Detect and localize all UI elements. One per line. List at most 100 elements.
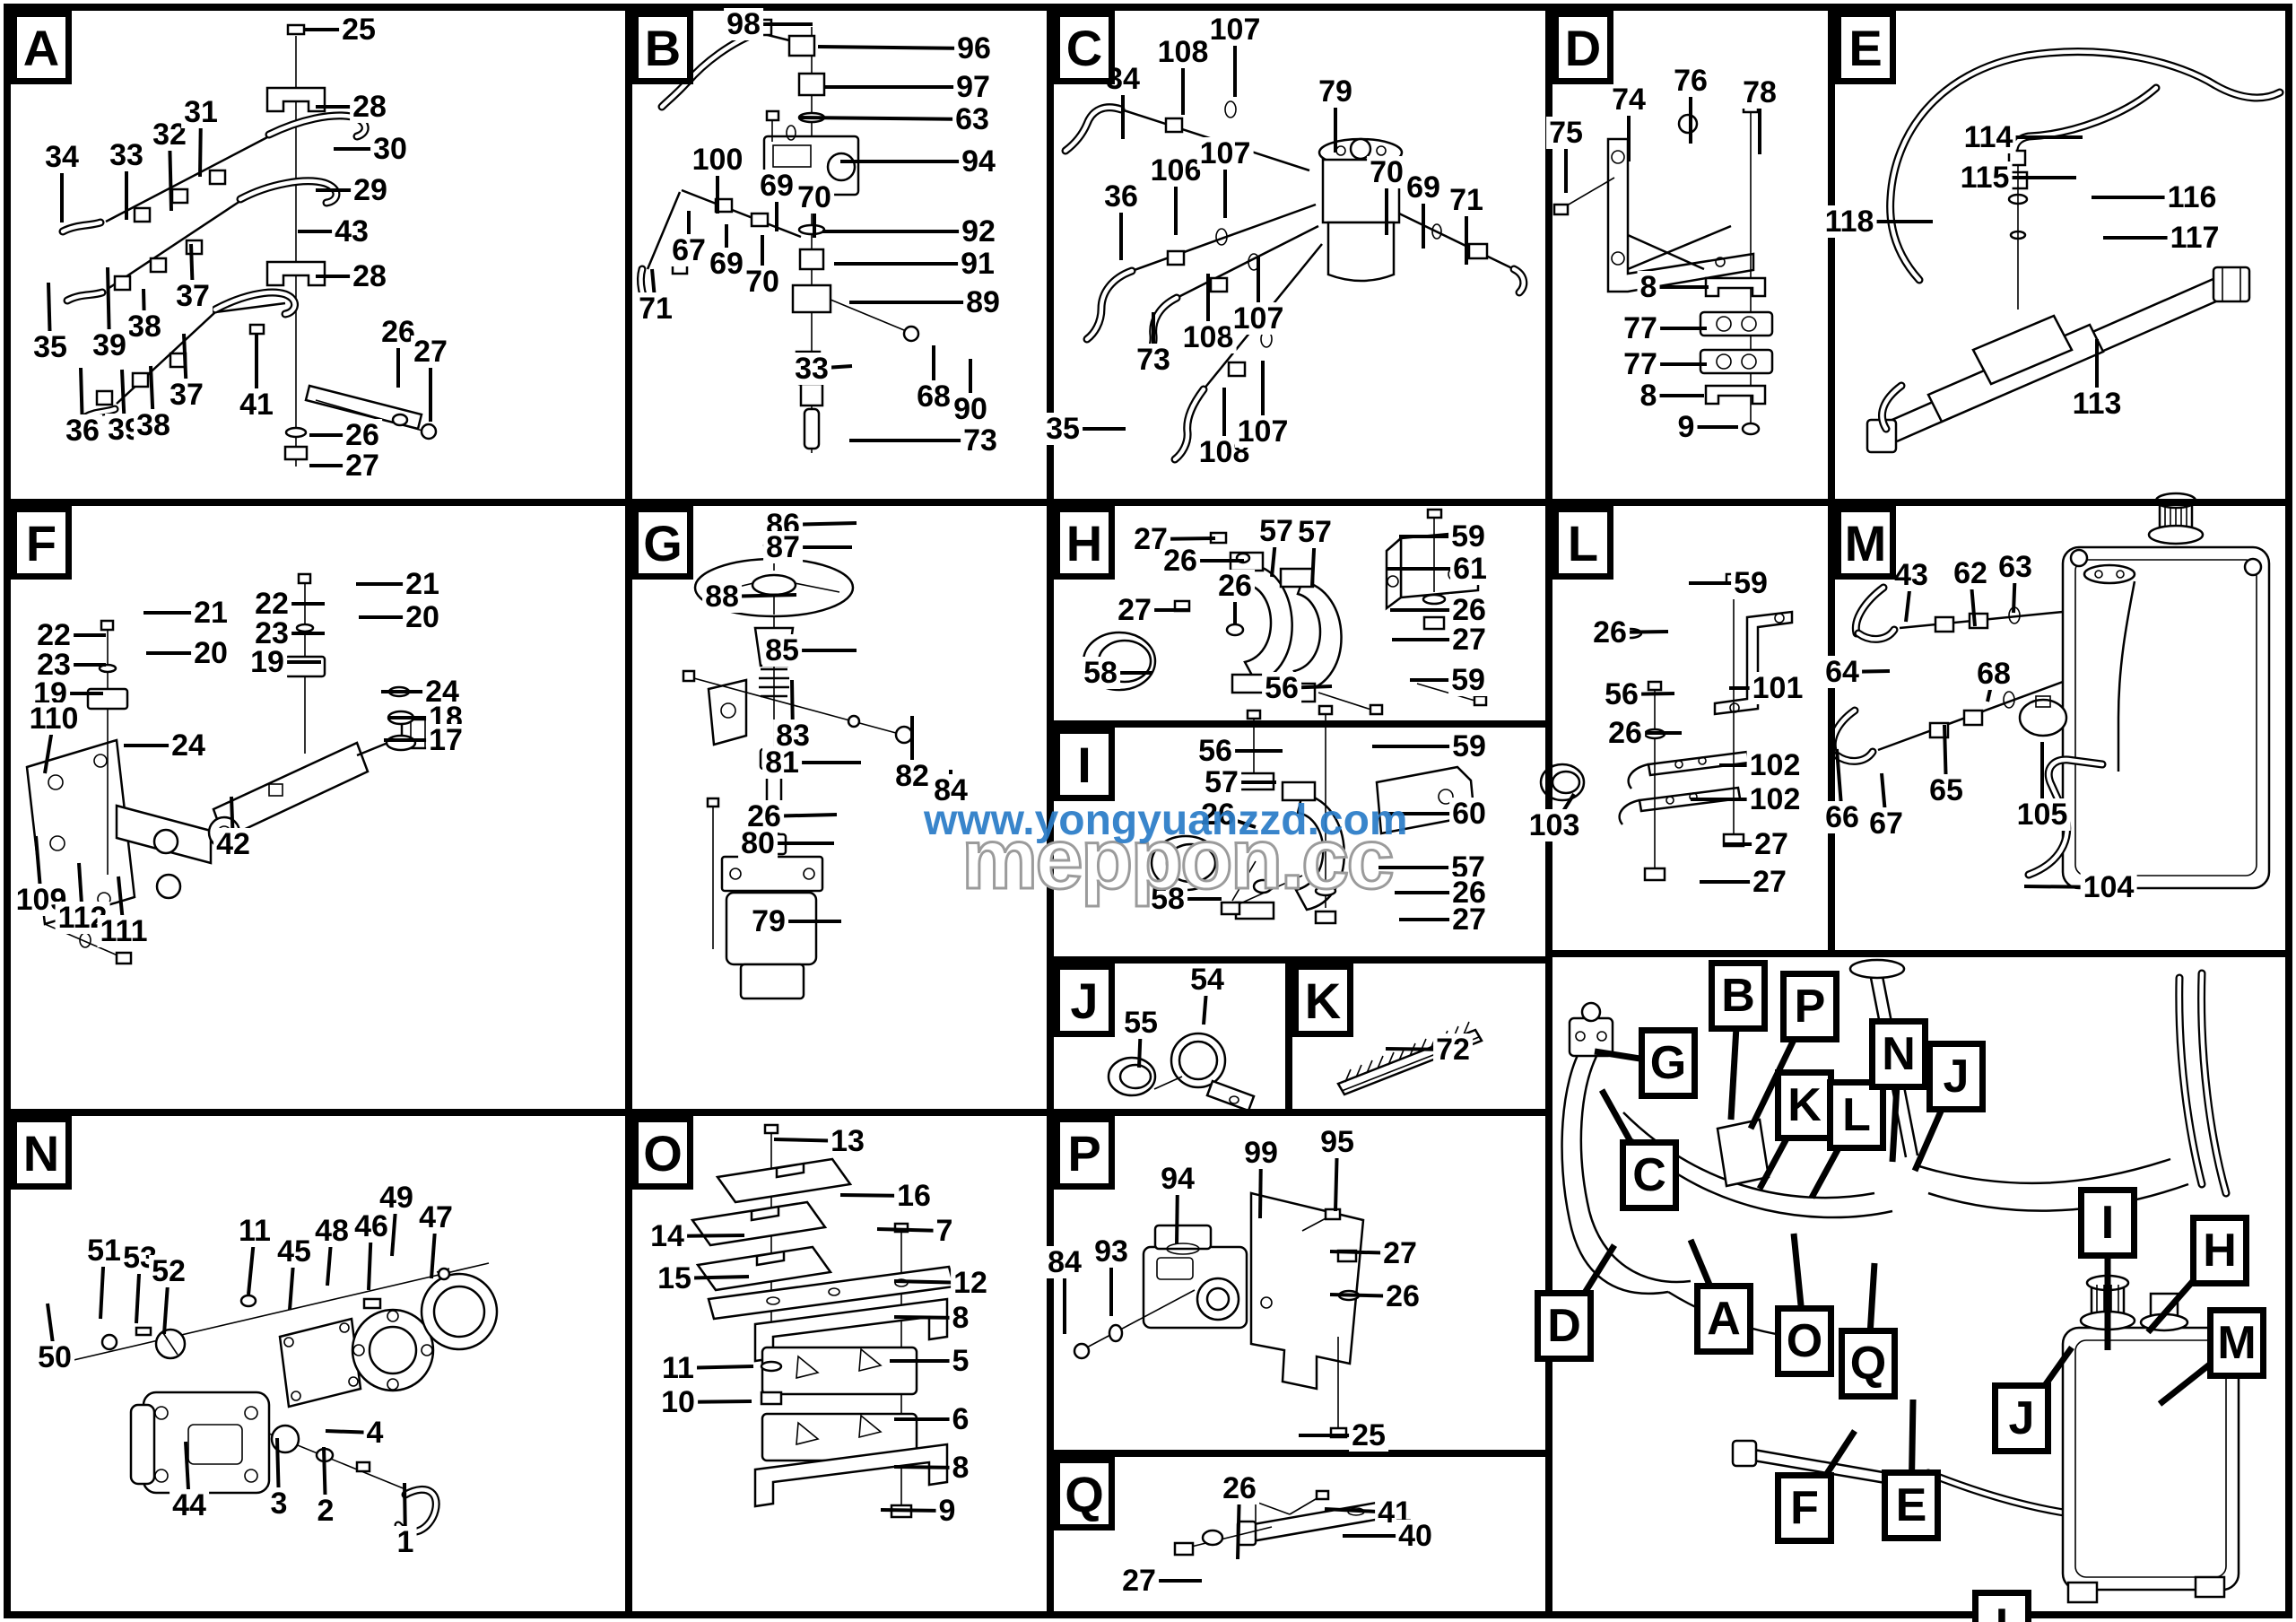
part-number-label: 107: [1230, 302, 1287, 335]
panel-border: [625, 499, 1054, 1116]
part-number-label: 38: [134, 409, 173, 441]
panel-M-art: [1828, 492, 2271, 890]
part-number-label: 8: [949, 1452, 972, 1484]
part-number-label: 15: [655, 1262, 694, 1295]
part-number-label: 27: [1119, 1565, 1159, 1597]
part-number-label: 12: [951, 1267, 990, 1299]
part-number-label: 104: [2080, 871, 2137, 903]
part-number-label: 3: [267, 1487, 291, 1520]
part-number-label: 64: [1822, 656, 1862, 688]
panel-J-art: [1107, 1032, 1256, 1112]
part-number-label: 8: [949, 1302, 972, 1334]
part-number-label: 43: [332, 215, 371, 248]
part-number-label: 22: [252, 588, 291, 620]
part-number-label: 105: [2013, 798, 2071, 831]
overview-callout-I: I: [2078, 1187, 2137, 1259]
part-number-label: 78: [1740, 76, 1779, 109]
part-number-label: 99: [1241, 1137, 1281, 1169]
part-number-label: 4: [363, 1417, 387, 1449]
panel-letter-L: L: [1552, 506, 1613, 580]
part-number-label: 26: [1590, 616, 1630, 649]
overview-callout-E: E: [1882, 1469, 1941, 1541]
panel-border: [4, 499, 632, 1116]
part-number-label: 74: [1609, 83, 1648, 116]
part-number-label: 69: [1404, 171, 1443, 204]
part-number-label: 55: [1121, 1007, 1161, 1039]
panel-border: [4, 1109, 632, 1618]
part-number-label: 108: [1154, 36, 1212, 68]
part-number-label: 27: [1449, 624, 1489, 656]
part-number-label: 26: [1220, 1472, 1259, 1504]
part-number-label: 51: [84, 1234, 124, 1267]
part-number-label: 58: [1081, 657, 1120, 689]
panel-letter-Q: Q: [1054, 1457, 1115, 1530]
part-number-label: 9: [935, 1495, 959, 1527]
part-number-label: 35: [1043, 413, 1083, 445]
overview-callout-D: D: [1535, 1290, 1594, 1362]
part-number-label: 24: [169, 729, 208, 762]
part-number-label: 56: [1602, 678, 1641, 711]
overview-callout-N: N: [1869, 1018, 1928, 1090]
part-number-label: 111: [97, 915, 151, 947]
part-number-label: 11: [659, 1352, 697, 1384]
part-number-label: 21: [191, 597, 230, 629]
part-number-label: 35: [30, 331, 70, 363]
part-number-label: 26: [1605, 717, 1645, 749]
panel-A-art: [58, 23, 438, 467]
part-number-label: 75: [1546, 117, 1586, 149]
part-number-label: 84: [1045, 1246, 1084, 1278]
part-number-label: 90: [951, 393, 990, 425]
part-number-label: 21: [403, 568, 442, 600]
part-number-label: 48: [312, 1215, 352, 1247]
part-number-label: 102: [1746, 783, 1804, 815]
part-number-label: 73: [961, 424, 1000, 457]
panel-letter-I: I: [1054, 728, 1115, 801]
part-number-label: 27: [1380, 1237, 1420, 1269]
overview-callout-G: G: [1639, 1027, 1698, 1099]
part-number-label: 80: [738, 827, 778, 859]
part-number-label: 38: [125, 310, 164, 343]
part-number-label: 44: [170, 1489, 209, 1522]
part-number-label: 71: [636, 292, 675, 325]
part-number-label: 95: [1318, 1126, 1357, 1158]
part-number-label: 26: [343, 419, 382, 451]
part-number-label: 27: [1750, 866, 1789, 898]
part-number-label: 14: [648, 1220, 687, 1252]
panel-letter-D: D: [1552, 11, 1613, 84]
panel-border: [1545, 950, 2292, 1618]
part-number-label: 107: [1196, 137, 1254, 170]
part-number-label: 25: [339, 13, 378, 46]
part-number-label: 71: [1447, 184, 1486, 216]
part-number-label: 59: [1731, 567, 1770, 599]
part-number-label: 26: [1383, 1280, 1422, 1312]
part-number-label: 92: [959, 215, 998, 248]
overview-callout-H: H: [2190, 1215, 2249, 1286]
part-number-label: 70: [1367, 156, 1406, 188]
part-number-label: 41: [237, 388, 276, 421]
part-number-label: 108: [1179, 321, 1237, 353]
part-number-label: 59: [1448, 520, 1488, 553]
part-number-label: 37: [167, 379, 206, 411]
panel-letter-E: E: [1835, 11, 1896, 84]
part-number-label: 117: [2167, 222, 2222, 254]
part-number-label: 68: [914, 380, 953, 413]
part-number-label: 27: [1449, 903, 1489, 936]
part-number-label: 88: [702, 580, 742, 613]
part-number-label: 63: [952, 103, 992, 135]
panel-letter-C: C: [1054, 11, 1115, 84]
overview-callout-B: B: [1709, 960, 1768, 1032]
leader-line: [876, 1227, 945, 1233]
panel-P-art: [1073, 1191, 1365, 1439]
part-number-label: 115: [1957, 161, 2013, 194]
part-number-label: 26: [1215, 570, 1255, 602]
part-number-label: 27: [1115, 594, 1154, 626]
part-number-label: 60: [1449, 798, 1489, 830]
part-number-label: 96: [954, 32, 994, 65]
part-number-label: 63: [1996, 551, 2035, 583]
overview-callout-J: J: [1992, 1382, 2051, 1454]
part-number-label: 26: [1161, 545, 1200, 577]
part-number-label: 45: [274, 1235, 314, 1268]
part-number-label: 69: [757, 170, 796, 202]
overview-callout-L: L: [1827, 1079, 1886, 1151]
overview-callout-Q: Q: [1839, 1328, 1898, 1400]
